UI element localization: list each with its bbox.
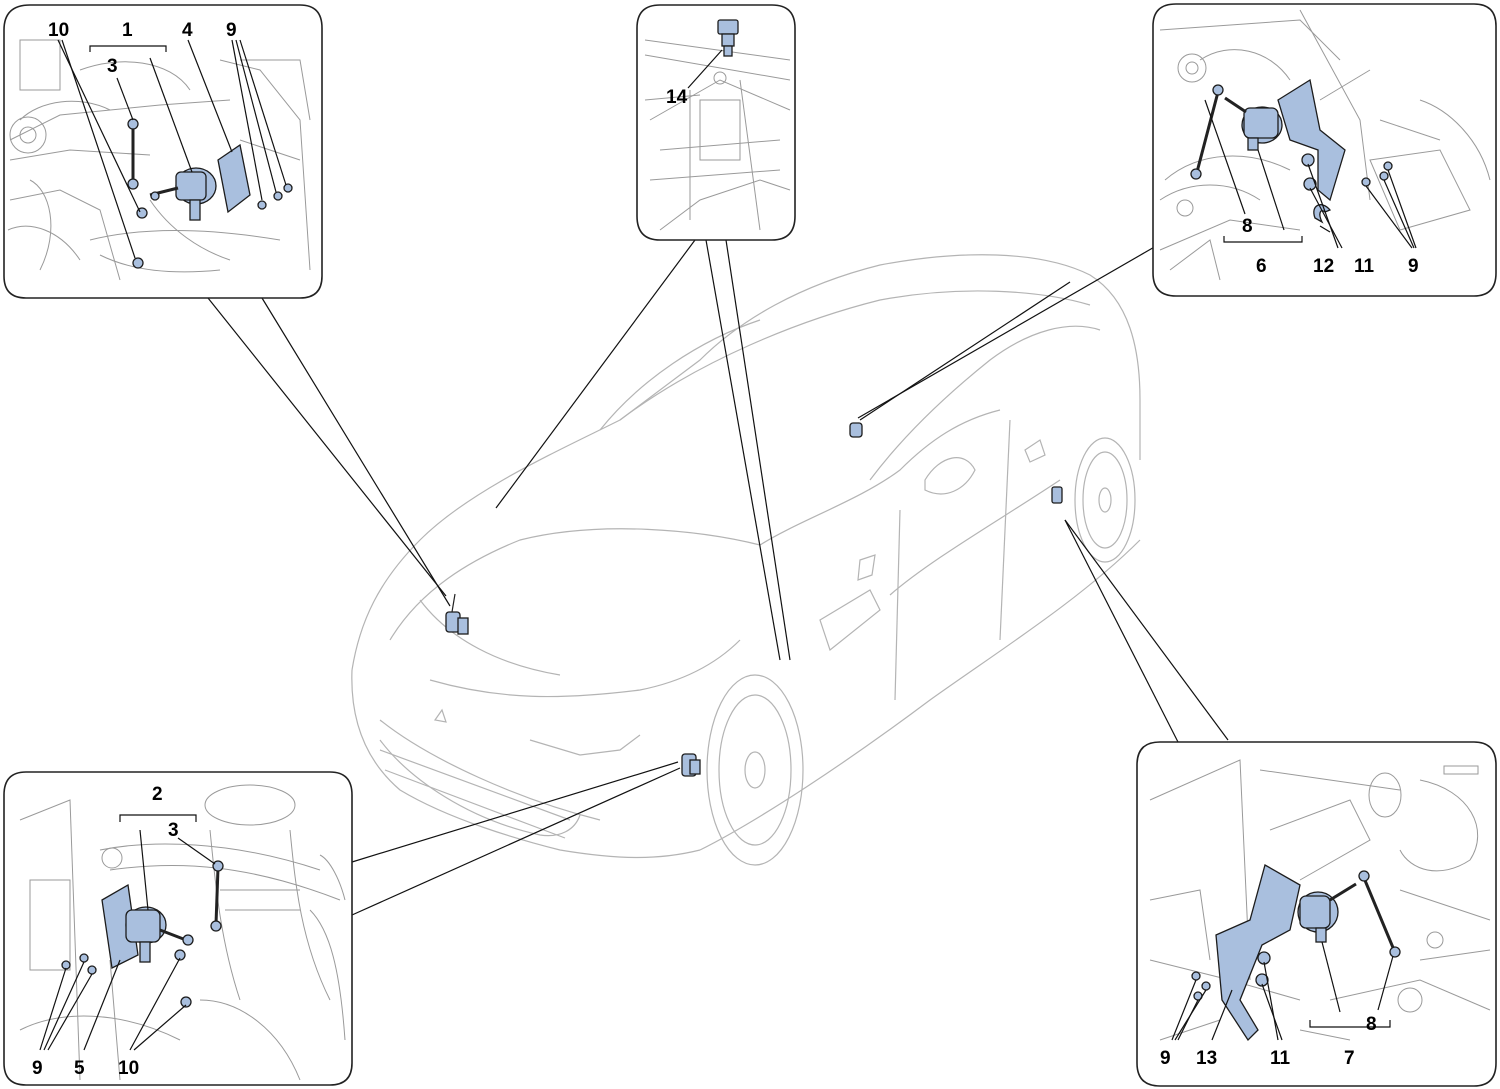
callout-2: 2 <box>152 784 163 805</box>
callout-6: 6 <box>1256 256 1267 277</box>
callout-12: 12 <box>1313 256 1334 277</box>
detail-panel-ride-height: 14 <box>636 4 796 241</box>
sensor-front-left[interactable] <box>445 593 469 635</box>
car-outline <box>351 254 1141 866</box>
callout-10-front: 10 <box>118 1058 139 1079</box>
callout-10: 10 <box>48 20 69 41</box>
callout-13: 13 <box>1196 1048 1217 1069</box>
callout-7: 7 <box>1344 1048 1355 1069</box>
callout-1: 1 <box>122 20 133 41</box>
callout-9-rear-right: 9 <box>1160 1048 1171 1069</box>
callout-9-rear: 9 <box>1408 256 1419 277</box>
callout-9: 9 <box>226 20 237 41</box>
callout-8: 8 <box>1242 216 1253 237</box>
sensor-rear-left[interactable] <box>849 422 863 438</box>
callout-4: 4 <box>182 20 193 41</box>
callout-3: 3 <box>107 56 118 77</box>
sensor-rear-right[interactable] <box>1051 486 1063 504</box>
callout-8-rear: 8 <box>1366 1014 1377 1035</box>
sensor-front-right[interactable] <box>681 753 701 777</box>
detail-panel-front-left: 10 1 3 4 9 <box>3 4 323 299</box>
detail-panel-front-right: 2 3 9 5 10 <box>3 771 353 1086</box>
callout-14: 14 <box>666 87 688 108</box>
callout-9-front: 9 <box>32 1058 43 1079</box>
detail-panel-rear-right: 9 13 11 7 8 <box>1136 741 1497 1087</box>
callout-3-front: 3 <box>168 820 179 841</box>
callout-11-rear: 11 <box>1270 1048 1291 1069</box>
callout-11: 11 <box>1354 256 1375 277</box>
callout-5: 5 <box>74 1058 85 1079</box>
leader-lines <box>207 237 1229 916</box>
detail-panel-rear-left: 8 6 12 11 9 <box>1152 3 1497 297</box>
